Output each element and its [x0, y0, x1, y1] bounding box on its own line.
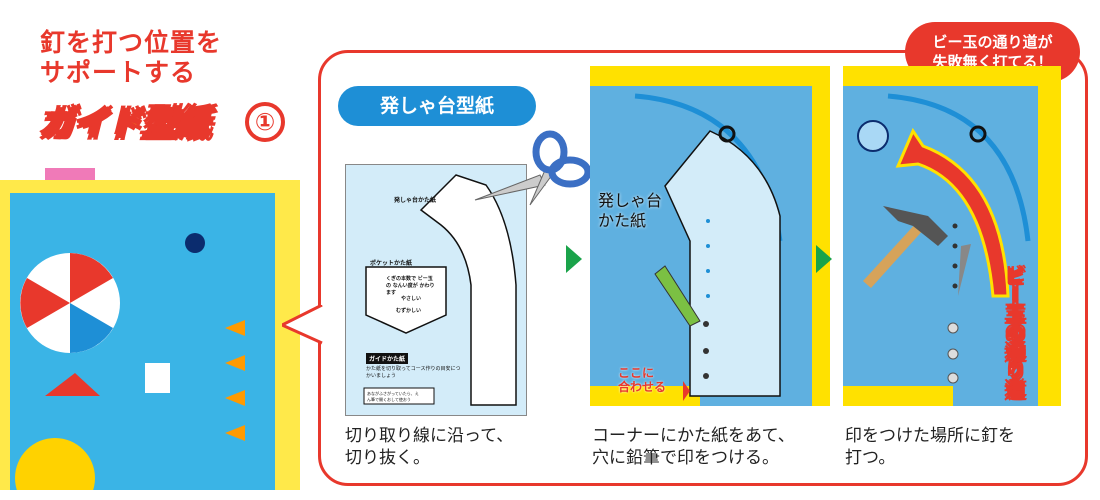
panel-pointer: [282, 305, 323, 345]
step1-caption: 切り取り線に沿って、 切り抜く。: [345, 426, 514, 468]
step2-illustration: 発しゃ台 かた紙 ここに 合わせる: [590, 66, 830, 406]
arrow-right-icon: [566, 245, 582, 273]
guide-template-label: ガイドかた紙: [366, 353, 409, 364]
hard-label: むずかしい: [396, 308, 422, 314]
heading-main: ガイド型紙: [39, 103, 211, 145]
step2-caption: コーナーにかた紙をあて、 穴に鉛筆で印をつける。: [592, 426, 795, 468]
arrow-right-icon: [816, 245, 832, 273]
steps-panel: [318, 50, 1088, 486]
align-here-label: ここに 合わせる: [618, 366, 667, 394]
easy-label: やさしい: [401, 296, 422, 302]
scissors-icon: [474, 130, 590, 206]
heading-text: 釘を打つ位置をサポートする: [40, 28, 223, 87]
template-label: 発しゃ台 かた紙: [598, 191, 663, 230]
launcher-template-label: 発しゃ台かた紙: [394, 197, 437, 204]
pocket-note: くぎの本数で ビー玉の なんい度が かわります: [386, 276, 435, 296]
marble-path-label: ビー玉の通り道: [1003, 266, 1026, 400]
pocket-template-label: ポケットかた紙: [370, 260, 413, 267]
hammer-icon: [883, 206, 948, 246]
guide-text: かた紙を切り取ってコース作りの目安につかいましょう: [366, 366, 461, 379]
pencil-icon: [654, 265, 701, 327]
hint-text: あながふさがっていたら、えん筆で開くおして使おう: [367, 391, 419, 402]
step-number: ①: [245, 102, 285, 142]
launcher-template-pill: 発しゃ台型紙: [338, 86, 536, 126]
pinball-board-photo: [0, 168, 300, 490]
nail-icon: [958, 244, 971, 296]
template-sheet: 発しゃ台かた紙 ポケットかた紙 くぎの本数で ビー玉の なんい度が かわります …: [345, 164, 527, 416]
step3-caption: 印をつけた場所に釘を 打つ。: [845, 426, 1015, 468]
step3-illustration: ビー玉の通り道: [843, 66, 1061, 406]
